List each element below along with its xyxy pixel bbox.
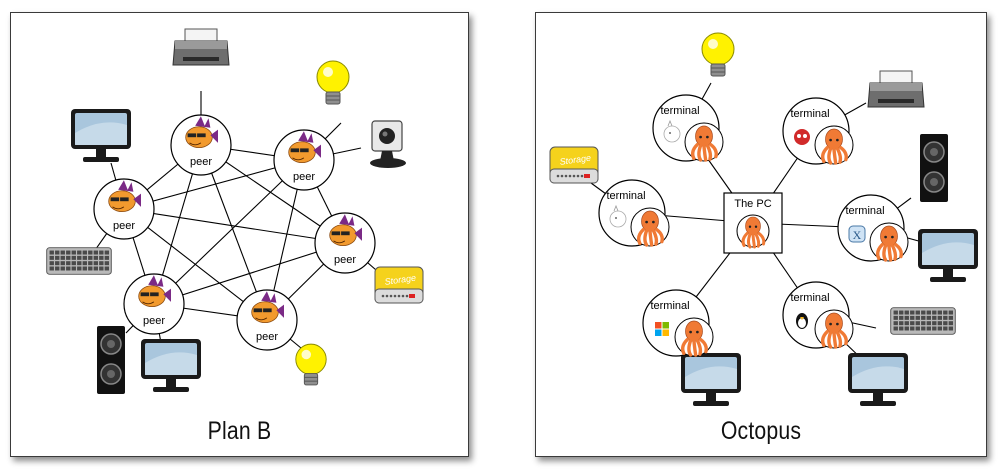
bsd-icon <box>794 129 810 145</box>
peer-node: peer <box>93 178 155 240</box>
terminal-label: terminal <box>790 108 829 120</box>
fish-icon <box>108 180 141 213</box>
terminal-label: terminal <box>650 300 689 312</box>
peer-link <box>153 159 305 305</box>
octopus-icon <box>820 312 848 349</box>
plan-b-panel: Storage peer peer peer peer peer peer Plan B <box>10 12 469 457</box>
pc-label: The PC <box>734 198 771 210</box>
fish-icon <box>251 291 284 324</box>
plan-b-caption: Plan B <box>207 417 272 445</box>
printer-icon <box>867 70 925 108</box>
peer-label: peer <box>190 156 212 168</box>
octopus-icon <box>875 225 903 262</box>
storage-icon: Storage <box>549 146 599 184</box>
speaker-icon <box>920 134 948 202</box>
camera-icon <box>370 120 406 168</box>
monitor-icon <box>71 109 131 162</box>
terminal-node: terminal <box>598 179 670 247</box>
monitor-icon <box>848 353 908 406</box>
terminal-label: terminal <box>845 205 884 217</box>
peer-link <box>123 208 346 244</box>
storage-icon: Storage <box>374 266 424 304</box>
bulb-icon <box>316 60 350 105</box>
octopus-icon <box>820 128 848 165</box>
terminal-label: terminal <box>606 190 645 202</box>
peer-node: peer <box>273 129 335 191</box>
peer-node: peer <box>123 273 185 335</box>
bulb-icon <box>701 32 735 77</box>
peer-label: peer <box>334 254 356 266</box>
monitor-icon <box>918 229 978 282</box>
terminal-node: terminal <box>642 289 714 357</box>
storage-label: Storage <box>384 273 417 287</box>
monitor-icon <box>681 353 741 406</box>
terminal-label: terminal <box>790 292 829 304</box>
fish-icon <box>329 214 362 247</box>
terminal-node: terminal <box>782 97 854 165</box>
octopus-icon <box>690 125 718 162</box>
peer-label: peer <box>293 171 315 183</box>
windows-icon <box>655 322 669 336</box>
bulb-icon <box>295 343 327 386</box>
terminal-node: terminal <box>782 281 854 349</box>
linux-icon <box>796 313 808 329</box>
keyboard-icon <box>890 307 956 335</box>
octopus-icon <box>680 320 708 357</box>
peer-link <box>153 242 346 305</box>
printer-icon <box>172 28 230 66</box>
plan9-icon <box>609 204 627 228</box>
peer-label: peer <box>143 315 165 327</box>
terminal-node: terminal <box>652 94 724 162</box>
octopus-icon <box>636 210 664 247</box>
monitor-icon <box>141 339 201 392</box>
fish-icon <box>138 275 171 308</box>
peer-link <box>123 159 305 210</box>
storage-label: Storage <box>559 153 592 167</box>
mac-icon: X <box>848 225 866 243</box>
peer-node: peer <box>236 289 298 351</box>
peer-node: peer <box>314 212 376 274</box>
fish-icon <box>288 131 321 164</box>
terminal-label: terminal <box>660 105 699 117</box>
peer-link <box>200 144 268 321</box>
fish-icon <box>185 116 218 149</box>
speaker-icon <box>97 326 125 394</box>
pc-node: The PC <box>723 192 783 254</box>
peer-node: peer <box>170 114 232 176</box>
plan-b-diagram: Storage peer peer peer peer peer peer <box>46 28 424 394</box>
plan9-icon <box>663 119 681 143</box>
keyboard-icon <box>46 247 112 275</box>
octopus-icon <box>741 216 766 249</box>
peer-label: peer <box>256 331 278 343</box>
octopus-caption: Octopus <box>720 417 802 445</box>
mac-glyph: X <box>853 228 862 242</box>
peer-label: peer <box>113 220 135 232</box>
